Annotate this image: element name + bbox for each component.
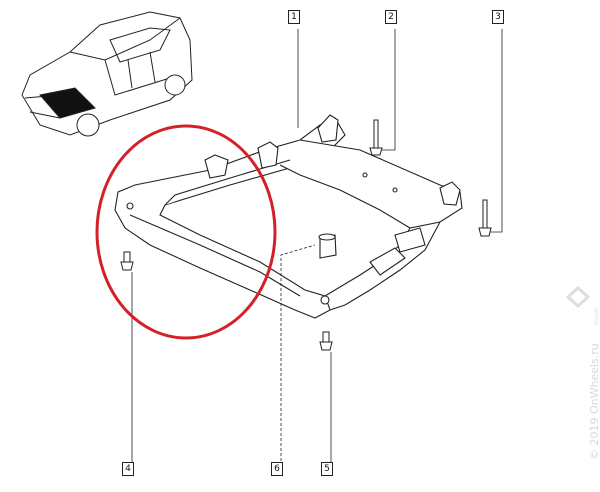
bolts xyxy=(120,119,492,351)
callout-5: 5 xyxy=(321,462,333,476)
callout-2: 2 xyxy=(385,10,397,24)
renault-logo xyxy=(565,285,591,309)
vehicle-locator-sketch xyxy=(21,11,193,137)
logo-text: RENAULT xyxy=(594,306,599,325)
callout-1: 1 xyxy=(288,10,300,24)
watermark: © 2019 OnWheels.ru xyxy=(588,343,600,460)
callout-4: 4 xyxy=(122,462,134,476)
leader-lines xyxy=(131,29,503,466)
highlight-circle xyxy=(95,124,277,340)
callout-6: 6 xyxy=(271,462,283,476)
front-subframe xyxy=(114,114,463,319)
callout-3: 3 xyxy=(492,10,504,24)
